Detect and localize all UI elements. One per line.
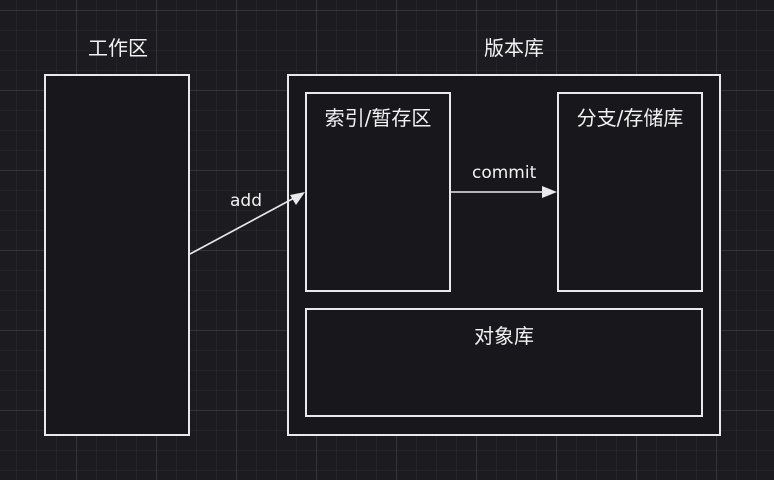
workspace-title: 工作区 [88,36,148,60]
index-label: 索引/暂存区 [324,106,432,130]
add-arrowhead-icon [290,192,305,205]
commit-arrow[interactable] [451,186,557,198]
objects-label: 对象库 [474,324,534,348]
add-arrow-line [189,196,297,255]
index-box[interactable] [305,92,451,292]
repository-title: 版本库 [484,36,544,60]
branch-box[interactable] [557,92,703,292]
add-label: add [230,191,262,211]
workspace-box[interactable] [44,74,190,436]
branch-label: 分支/存储库 [576,106,684,130]
commit-arrowhead-icon [542,186,557,198]
commit-label: commit [472,163,537,183]
add-arrow[interactable] [189,192,305,255]
objects-box[interactable] [305,308,703,417]
